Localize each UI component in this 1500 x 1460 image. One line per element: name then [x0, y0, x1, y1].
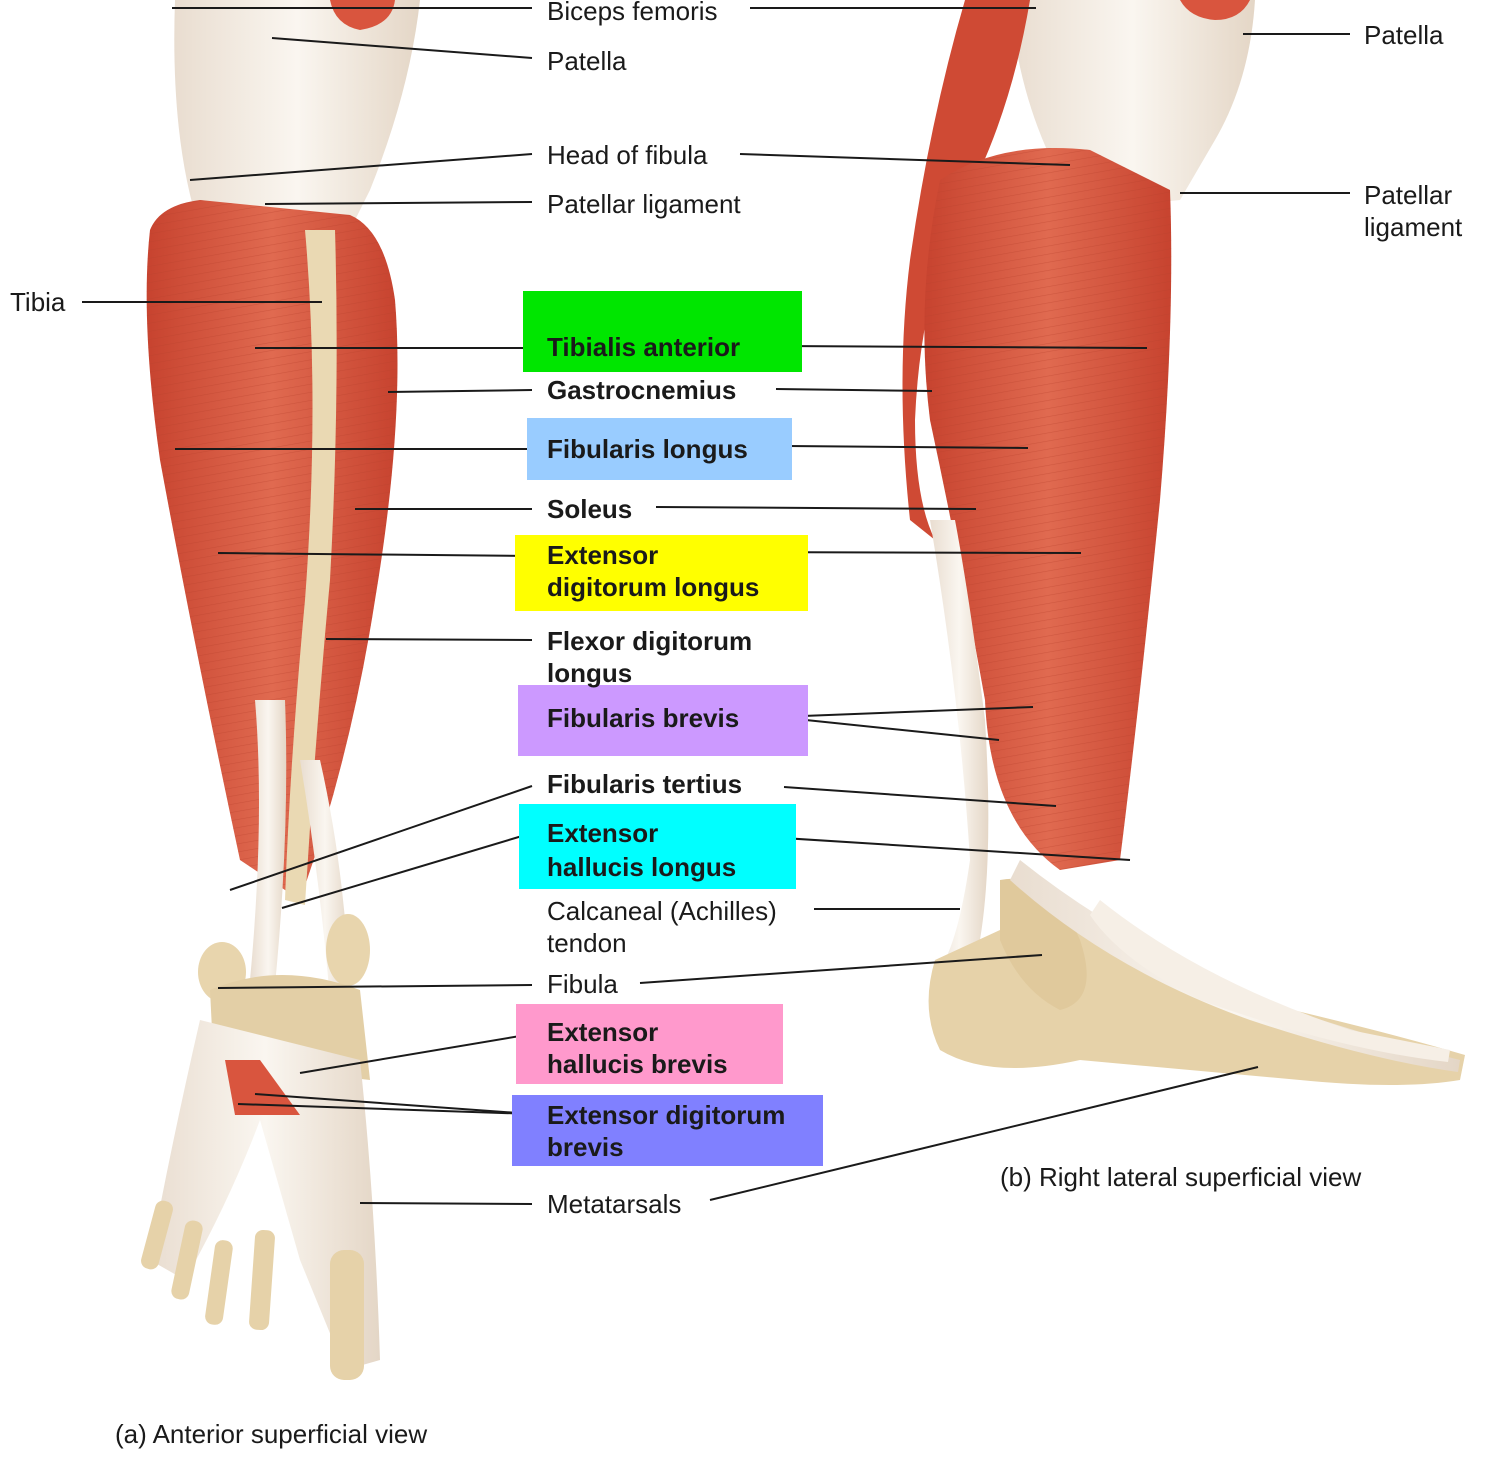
highlight-extensor-digitorum-brevis — [512, 1095, 823, 1166]
label-patellar-ligament-center: Patellar ligament — [547, 189, 741, 219]
label-head-of-fibula: Head of fibula — [547, 140, 708, 170]
highlight-extensor-hallucis-brevis — [516, 1004, 783, 1084]
label-fibularis-brevis: Fibularis brevis — [547, 703, 740, 733]
highlight-tibialis-anterior — [523, 291, 802, 372]
label-calcaneal-tendon: Calcaneal (Achilles) tendon — [547, 896, 777, 958]
caption-anterior-view: (a) Anterior superficial view — [115, 1419, 428, 1449]
lateral-leg — [902, 0, 1465, 1085]
caption-lateral-view: (b) Right lateral superficial view — [1000, 1162, 1362, 1192]
highlight-fibularis-brevis — [518, 685, 808, 756]
label-patellar-ligament-right: Patellar ligament — [1364, 180, 1463, 242]
label-soleus: Soleus — [547, 494, 633, 524]
label-extensor-hallucis-brevis: Extensor hallucis brevis — [547, 1017, 728, 1079]
label-gastrocnemius: Gastrocnemius — [547, 375, 737, 405]
highlight-fibularis-longus — [527, 418, 792, 480]
label-fibula: Fibula — [547, 969, 618, 999]
highlight-extensor-digitorum-longus — [515, 535, 808, 611]
label-tibia: Tibia — [10, 287, 66, 317]
label-flexor-digitorum-longus: Flexor digitorum longus — [547, 626, 753, 688]
label-patella-right: Patella — [1364, 20, 1444, 50]
label-tibialis-anterior: Tibialis anterior — [547, 332, 741, 362]
label-biceps-femoris: Biceps femoris — [547, 0, 718, 26]
label-fibularis-longus: Fibularis longus — [547, 434, 748, 464]
label-fibularis-tertius: Fibularis tertius — [547, 769, 743, 799]
anterior-leg — [141, 0, 420, 1380]
leader-lines — [82, 7, 1350, 1205]
label-patella-center: Patella — [547, 46, 627, 76]
label-extensor-digitorum-brevis: Extensor digitorum brevis — [547, 1100, 786, 1162]
label-metatarsals: Metatarsals — [547, 1189, 682, 1219]
label-extensor-digitorum-longus: Extensor digitorum longus — [547, 540, 760, 602]
highlight-extensor-hallucis-longus — [519, 804, 796, 889]
label-extensor-hallucis-longus: Extensor hallucis longus — [547, 818, 737, 882]
